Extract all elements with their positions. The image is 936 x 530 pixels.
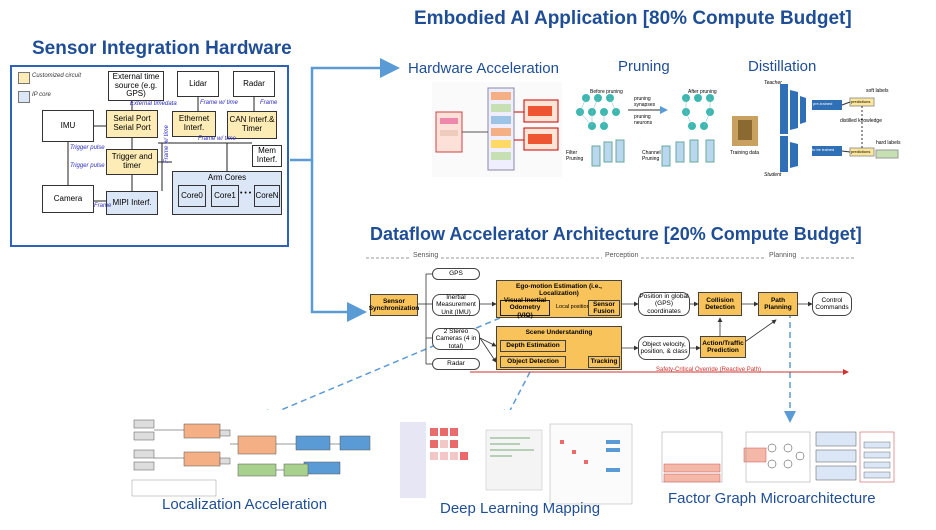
coren-box: CoreN [254,185,280,207]
radar-node: Radar [432,358,480,370]
localization-caption: Localization Acceleration [162,496,328,513]
core1-box: Core1 [211,185,239,207]
distillation-figure [732,84,899,172]
tobetrained-label: to be trained [812,147,835,152]
distilled-knowledge-label: distilled knowledge [840,118,882,124]
imu-node: Inertial Measurement Unit (IMU) [432,294,480,316]
safety-override-label: Safety-Critical Override (Reactive Path) [656,367,762,373]
predictions-teacher-label: predictions [851,99,871,104]
serial-port-box: Serial Port Serial Port [106,110,158,138]
label-frame-camera: Frame [94,203,112,209]
depth-estimation-box: Depth Estimation [500,340,566,352]
embodied-title: Embodied AI Application [80% Compute Bud… [414,8,852,29]
factor-graph-figure [660,428,896,488]
control-commands-node: Control Commands [812,292,852,316]
hardware-acceleration-figure [432,82,562,177]
radar-box: Radar [233,71,275,97]
predictions-student-label: predictions [851,149,871,154]
local-position-label: Local position [556,304,590,310]
sensor-hw-title: Sensor Integration Hardware [32,38,292,59]
imu-box: IMU [42,110,94,142]
pruning-caption: Pruning [618,58,670,75]
arm-cores-label: Arm Cores [207,173,247,182]
before-pruning-label: Before pruning [590,89,623,95]
label-frame-time-bus: Frame w/ time [198,136,237,142]
gps-node: GPS [432,268,480,280]
dl-mapping-caption: Deep Learning Mapping [440,500,601,517]
pruning-neurons-label: pruning neurons [634,114,653,126]
global-position-node: Position in global (GPS) coordinates [638,292,690,316]
external-time-source: External time source (e.g. GPS) [108,71,164,101]
sensor-hw-panel: Customized circuit IP core External time… [10,65,289,247]
legend-custom-swatch [18,72,30,84]
collision-detection-box: Collision Detection [698,292,742,316]
training-data-label: Training data [730,150,759,156]
arrow-to-dataflow [310,160,367,322]
mem-interface: Mem Interf. [252,145,282,167]
pruning-synapses-label: pruning synapses [634,96,656,108]
object-detection-box: Object Detection [500,356,566,368]
can-interface-timer: CAN Interf.& Timer [227,111,277,139]
label-trigger-pulse-camera: Trigger pulse [70,163,105,169]
localization-figure [128,410,376,500]
lidar-box: Lidar [177,71,219,97]
distillation-caption: Distillation [748,58,817,75]
pretrained-label: pre-trained [813,101,833,106]
sensor-fusion-box: Sensor Fusion [588,300,620,316]
sensing-label: Sensing [410,252,442,259]
dl-mapping-figure [400,410,640,508]
dataflow-pipeline: Sensing Perception Planning Sensor Synch… [366,252,854,382]
arrow-to-embodied [290,58,400,162]
channel-pruning-label: Channel Pruning [642,150,661,162]
hard-labels-label: hard labels [876,140,901,146]
soft-labels-label: soft labels [866,88,889,94]
camera-box: Camera [42,185,94,213]
planning-label: Planning [766,252,800,259]
label-frame-time-mipi: Frame w/ time [164,124,170,163]
pruning-figure [576,94,715,167]
vio-box: Visual Inertial Odometry (VIO) [500,297,550,319]
teacher-label: Teacher [764,80,782,86]
cores-ellipsis: • • • [240,190,252,197]
label-frame-radar: Frame [260,100,278,106]
sensor-sync-box: Sensor Synchronization [369,294,419,316]
student-label: Student [764,172,782,178]
sensor-panel-wires [67,97,255,202]
action-prediction-box: Action/Traffic Prediction [700,336,746,358]
label-external-timedata: External timedata [130,101,177,107]
trigger-timer-box: Trigger and timer [106,149,158,175]
label-frame-time-lidar: Frame w/ time [200,100,239,106]
legend-ip-swatch [18,91,30,103]
perception-label: Perception [602,252,642,259]
factor-graph-caption: Factor Graph Microarchitecture [668,490,876,507]
core0-box: Core0 [178,185,206,207]
dataflow-title: Dataflow Accelerator Architecture [20% C… [370,224,862,244]
path-planning-box: Path Planning [758,292,798,316]
mipi-interface: MIPI Interf. [106,191,158,215]
ethernet-interface: Ethernet Interf. [172,111,216,137]
label-trigger-pulse-imu: Trigger pulse [70,145,105,151]
legend-custom-label: Customized circuit [32,73,82,79]
after-pruning-label: After pruning [688,89,717,95]
object-velocity-node: Object velocity, position, & class [638,336,690,360]
tracking-box: Tracking [588,356,620,368]
hardware-acceleration-caption: Hardware Acceleration [408,60,559,77]
cameras-node: 2 Stereo Cameras (4 in total) [432,328,480,350]
legend-ip-label: IP core [32,92,51,98]
filter-pruning-label: Filter Pruning [566,150,584,162]
